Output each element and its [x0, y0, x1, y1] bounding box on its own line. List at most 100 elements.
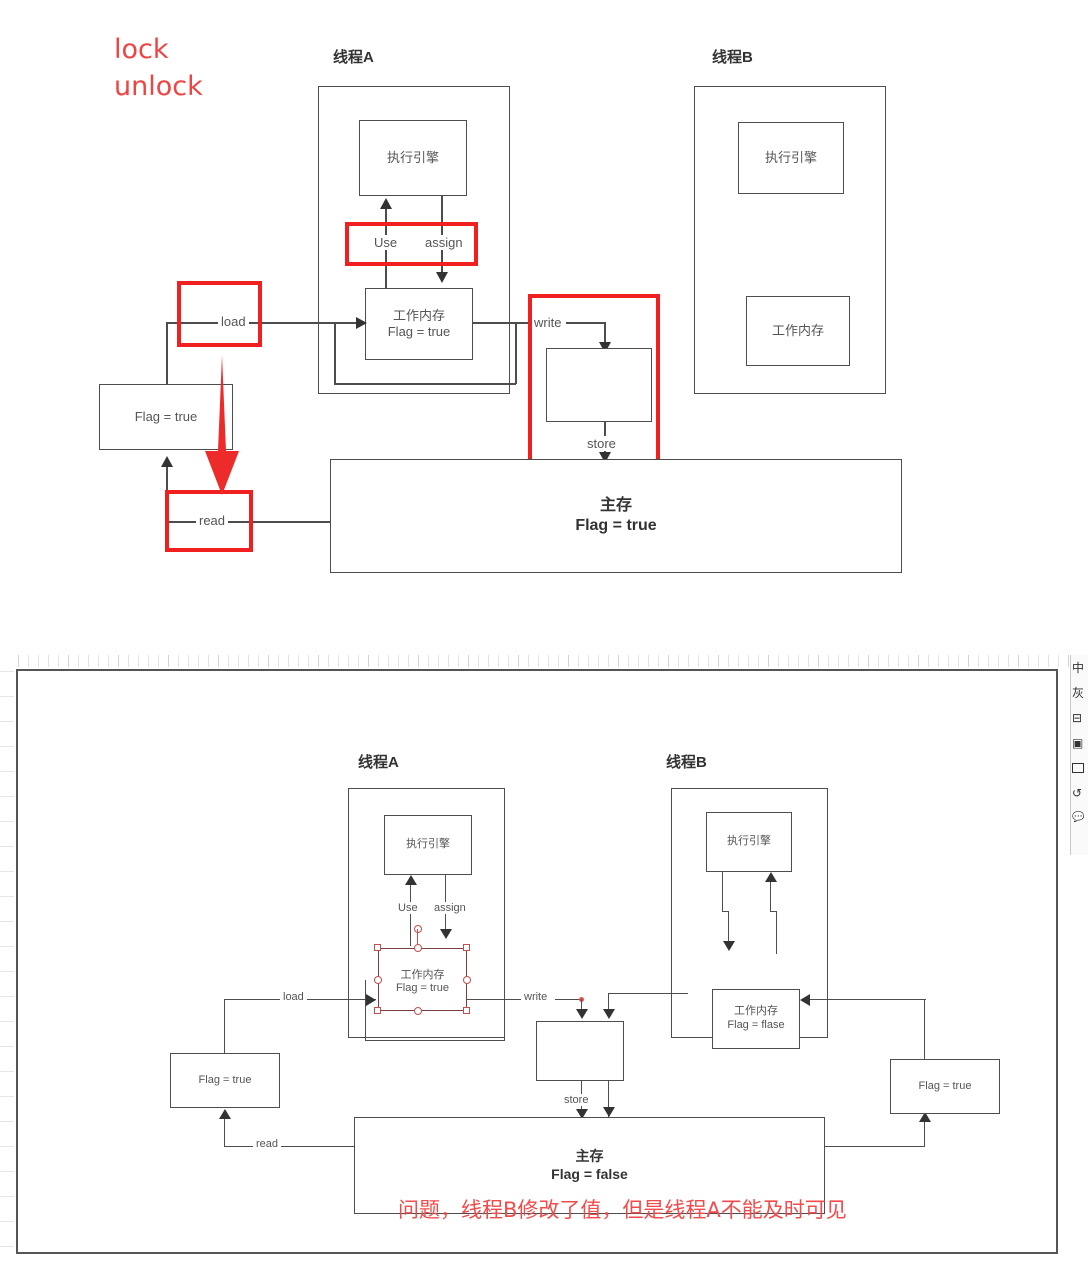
load-path-horizontal [166, 322, 364, 324]
thread-b-engine-label: 执行引擎 [764, 149, 817, 165]
thread-a-use-arrowhead [380, 198, 392, 209]
ruler-tick [278, 655, 279, 667]
big-red-down-arrow [205, 355, 239, 495]
selection-handle-middle-right[interactable] [463, 976, 471, 984]
ruler-tick [528, 655, 529, 667]
editor-thread-a-bottom-rail [365, 1040, 505, 1042]
editor-thread-b-working-memory[interactable]: 工作内存 Flag = flase [712, 989, 800, 1049]
lock-label: lock [114, 34, 169, 65]
editor-buffer-box[interactable] [536, 1021, 624, 1081]
ruler-tick [808, 655, 809, 667]
selection-rotate-stem [417, 929, 419, 944]
selection-handle-top-right[interactable] [463, 944, 470, 951]
ruler-tick [1048, 655, 1049, 667]
ruler-tick [328, 655, 329, 667]
ruler-tick [618, 655, 619, 667]
editor-problem-caption: 问题，线程B修改了值，但是线程A不能及时可见 [398, 1198, 847, 1222]
format-panel-icon[interactable]: 中 [1071, 655, 1088, 680]
shape-icon[interactable] [1071, 755, 1088, 780]
thread-b-engine: 执行引擎 [738, 122, 844, 194]
ruler-tick [0, 1221, 14, 1222]
editor-canvas[interactable]: 线程A 线程B 执行引擎 Use assign 工作内存 Flag = true [16, 669, 1058, 1254]
comment-icon[interactable]: 💬 [1071, 805, 1088, 830]
write-arrowhead [599, 342, 611, 353]
vertical-ruler[interactable] [0, 655, 14, 1266]
read-highlight [165, 490, 253, 552]
editor-thread-b-wm-line2: Flag = flase [727, 1019, 785, 1031]
editor-thread-a-engine-label: 执行引擎 [406, 838, 450, 851]
thread-a-left-rail [334, 322, 336, 384]
editor-thread-a-right-rail [504, 980, 506, 1041]
editor-read-arrowhead [219, 1109, 231, 1119]
ruler-tick [608, 655, 609, 667]
editor-read-label: read [253, 1138, 282, 1150]
write-path-horizontal2 [566, 322, 606, 324]
editor-thread-b-wm-line1: 工作内存 [734, 1005, 778, 1018]
editor-thread-a-engine[interactable]: 执行引擎 [384, 815, 472, 875]
ruler-tick [0, 1246, 14, 1247]
ruler-tick [0, 671, 14, 672]
ruler-tick [0, 1171, 14, 1172]
ruler-tick [678, 655, 679, 667]
undo-icon[interactable]: ↺ [1071, 780, 1088, 805]
editor-thread-b-up-jog [770, 911, 777, 913]
ruler-tick [0, 946, 14, 947]
selection-handle-top-center[interactable] [414, 944, 422, 952]
ruler-tick [598, 655, 599, 667]
editor-thread-b-engine[interactable]: 执行引擎 [706, 812, 792, 872]
ruler-tick [208, 655, 209, 667]
ruler-tick [878, 655, 879, 667]
editor-right-to-b-horizontal [808, 999, 926, 1001]
load-path-vertical [166, 322, 168, 384]
ruler-tick [0, 846, 14, 847]
ruler-tick [228, 655, 229, 667]
editor-toolbar[interactable]: 中 灰 ⊟ ▣ ↺ 💬 [1070, 655, 1088, 855]
thread-a-bottom-rail [334, 383, 516, 385]
selection-handle-bottom-left[interactable] [374, 1007, 381, 1014]
write-path-horizontal [473, 322, 551, 324]
ruler-tick [118, 655, 119, 667]
ruler-tick [0, 796, 14, 797]
ruler-tick [908, 655, 909, 667]
editor-right-flag-box[interactable]: Flag = true [890, 1059, 1000, 1114]
ruler-tick [98, 655, 99, 667]
ruler-tick [708, 655, 709, 667]
diagram-editor-section: 线程A 线程B 执行引擎 Use assign 工作内存 Flag = true [0, 655, 1088, 1266]
ruler-tick [88, 655, 89, 667]
ruler-tick [488, 655, 489, 667]
editor-left-flag-box[interactable]: Flag = true [170, 1053, 280, 1108]
ruler-tick [0, 996, 14, 997]
ruler-tick [888, 655, 889, 667]
horizontal-ruler[interactable] [0, 655, 1070, 667]
ruler-tick [478, 655, 479, 667]
editor-thread-b-engine-label: 执行引擎 [727, 835, 771, 848]
thread-a-working-memory: 工作内存 Flag = true [365, 288, 473, 360]
ruler-tick [448, 655, 449, 667]
editor-load-label: load [280, 991, 307, 1003]
editor-main-memory[interactable]: 主存 Flag = false [354, 1117, 825, 1214]
selection-handle-bottom-right[interactable] [463, 1007, 470, 1014]
editor-use-line [410, 884, 412, 946]
thread-a-title: 线程A [333, 49, 374, 66]
container-icon[interactable]: ▣ [1071, 730, 1088, 755]
ruler-tick [0, 1121, 14, 1122]
ruler-tick [0, 1146, 14, 1147]
ruler-tick [638, 655, 639, 667]
ruler-tick [588, 655, 589, 667]
selection-handle-top-left[interactable] [374, 944, 381, 951]
edit-style-icon[interactable]: 灰 [1071, 680, 1088, 705]
selection-handle-bottom-center[interactable] [414, 1007, 422, 1015]
ruler-tick [628, 655, 629, 667]
read-arrowhead [161, 456, 173, 467]
comment-glyph: 💬 [1072, 811, 1085, 823]
ruler-tick [1018, 655, 1019, 667]
table-icon[interactable]: ⊟ [1071, 705, 1088, 730]
ruler-tick [748, 655, 749, 667]
editor-use-arrowhead [405, 875, 417, 885]
ruler-tick [428, 655, 429, 667]
editor-store-vertical-2 [608, 1081, 610, 1117]
editor-thread-b-down-line-b [728, 911, 730, 948]
ruler-tick [68, 655, 69, 667]
ruler-tick [0, 821, 14, 822]
selection-handle-middle-left[interactable] [374, 976, 382, 984]
